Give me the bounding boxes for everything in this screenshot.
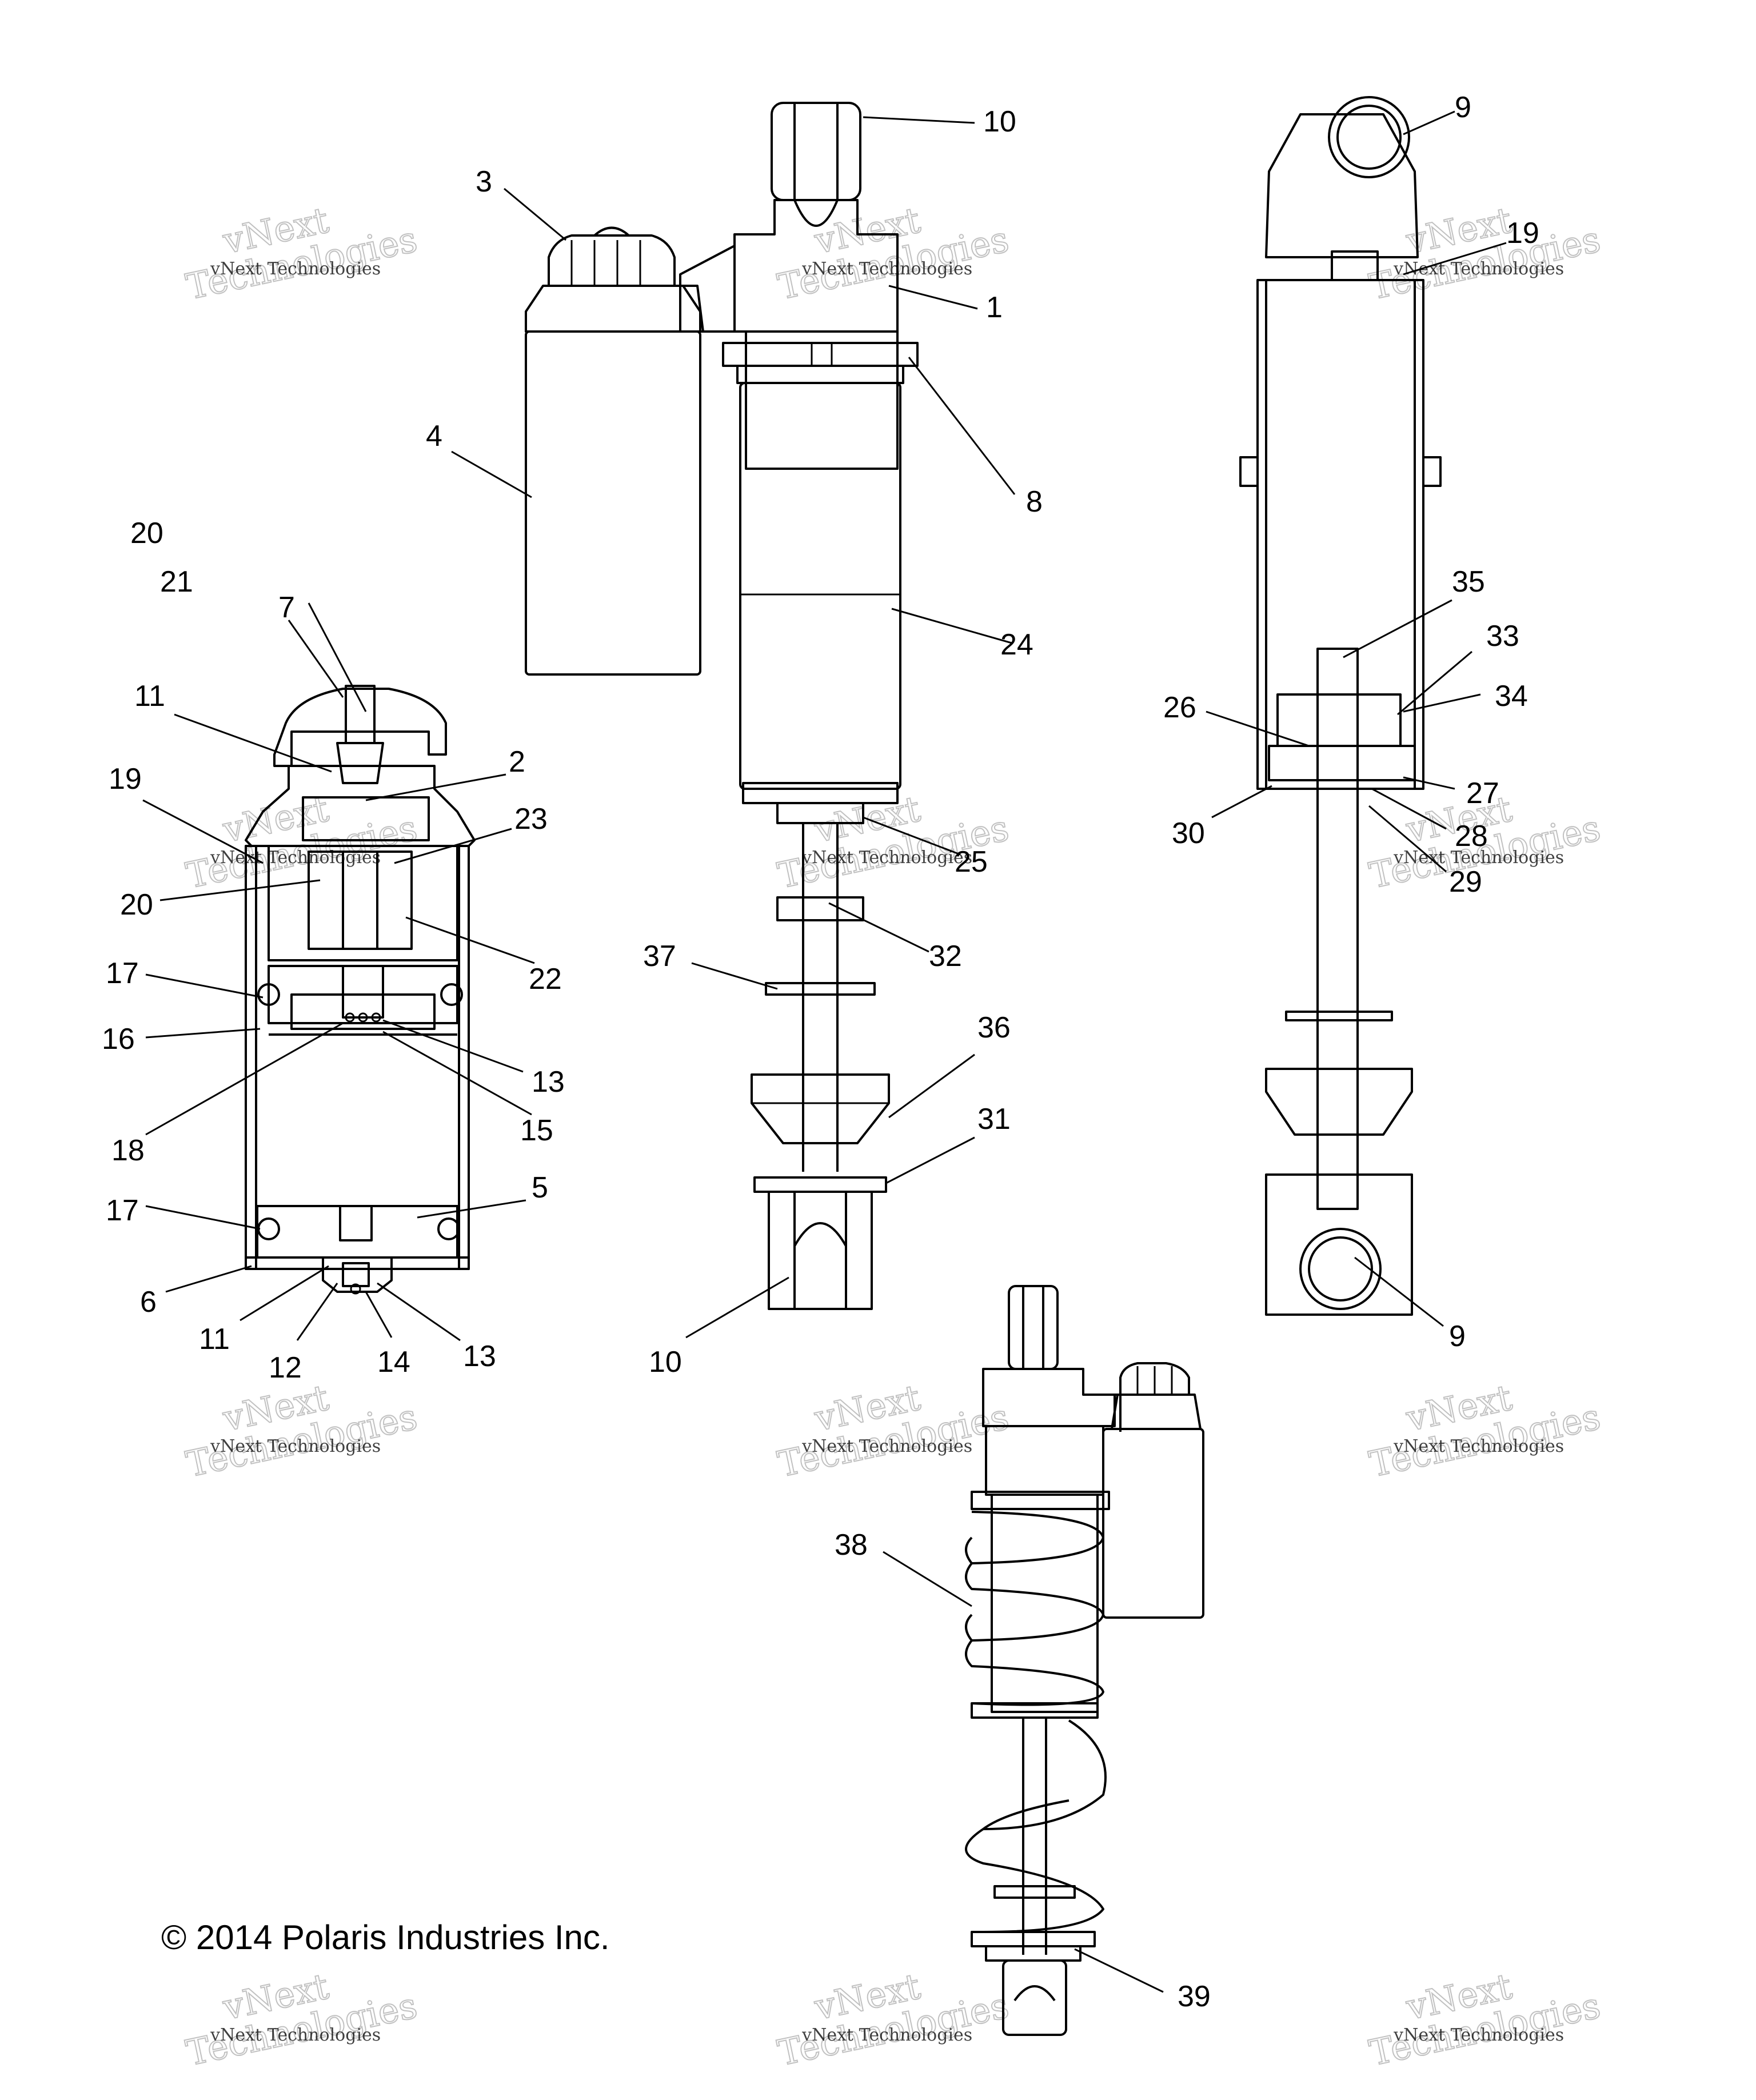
callout-38: 38 bbox=[835, 1528, 868, 1562]
callout-22: 22 bbox=[529, 963, 562, 996]
assembled-shock-with-spring bbox=[965, 1285, 1204, 2036]
callout-6: 6 bbox=[140, 1285, 157, 1319]
callout-10-bottom: 10 bbox=[649, 1346, 682, 1379]
callout-27: 27 bbox=[1466, 777, 1499, 810]
callout-18: 18 bbox=[111, 1134, 145, 1167]
callout-13-mid: 13 bbox=[532, 1065, 565, 1099]
watermark-text: vNext Technologies bbox=[801, 259, 972, 279]
callout-2: 2 bbox=[509, 745, 525, 778]
callout-36: 36 bbox=[977, 1011, 1011, 1044]
callout-21: 21 bbox=[160, 565, 193, 598]
callout-19-left: 19 bbox=[109, 762, 142, 796]
callout-3: 3 bbox=[476, 165, 492, 198]
callout-8: 8 bbox=[1026, 485, 1043, 518]
callout-26: 26 bbox=[1163, 691, 1196, 724]
callout-37: 37 bbox=[643, 940, 676, 973]
callout-34: 34 bbox=[1495, 680, 1528, 713]
callout-35: 35 bbox=[1452, 565, 1485, 598]
callout-24: 24 bbox=[1000, 628, 1033, 661]
callout-7: 7 bbox=[278, 591, 295, 624]
callout-23: 23 bbox=[514, 803, 548, 836]
callout-10-top: 10 bbox=[983, 105, 1016, 138]
watermark-text: vNext Technologies bbox=[801, 1436, 972, 1456]
reservoir-cross-section bbox=[245, 685, 476, 1295]
callout-13-bottom: 13 bbox=[463, 1340, 496, 1373]
callout-15: 15 bbox=[520, 1114, 553, 1147]
callout-9-top: 9 bbox=[1455, 91, 1471, 124]
callout-17-top: 17 bbox=[106, 957, 139, 990]
center-shock-drawing bbox=[525, 102, 919, 1310]
callout-19-right: 19 bbox=[1506, 217, 1539, 250]
callout-11-bottom: 11 bbox=[199, 1323, 230, 1356]
watermark-text: vNext Technologies bbox=[1393, 1436, 1564, 1456]
callout-14: 14 bbox=[377, 1346, 410, 1379]
callout-4: 4 bbox=[426, 420, 442, 453]
watermark-text: vNext Technologies bbox=[1393, 2025, 1564, 2045]
watermark-text: vNext Technologies bbox=[210, 1436, 381, 1456]
callout-9-bottom: 9 bbox=[1449, 1320, 1466, 1353]
callout-30: 30 bbox=[1172, 817, 1205, 850]
watermark-text: vNext Technologies bbox=[801, 848, 972, 868]
callout-25: 25 bbox=[955, 845, 988, 879]
copyright-notice: © 2014 Polaris Industries Inc. bbox=[161, 1918, 610, 1957]
watermark-text: vNext Technologies bbox=[210, 259, 381, 279]
callout-28: 28 bbox=[1455, 820, 1488, 853]
watermark-text: vNext Technologies bbox=[210, 2025, 381, 2045]
callout-32: 32 bbox=[929, 940, 962, 973]
callout-31: 31 bbox=[977, 1103, 1011, 1136]
callout-labels: 10 1 3 4 8 24 25 32 37 36 31 10 9 19 9 3… bbox=[102, 91, 1539, 2013]
callout-33: 33 bbox=[1486, 620, 1519, 653]
callout-29: 29 bbox=[1449, 865, 1482, 899]
leader-lines bbox=[142, 110, 1507, 1993]
callout-5: 5 bbox=[532, 1171, 548, 1204]
callout-17-bottom: 17 bbox=[106, 1194, 139, 1227]
shock-body-cross-section bbox=[1239, 96, 1442, 1316]
callout-20-top: 20 bbox=[130, 517, 163, 550]
watermark-text: vNext Technologies bbox=[801, 2025, 972, 2045]
callout-39: 39 bbox=[1178, 1980, 1211, 2013]
callout-11-top: 11 bbox=[134, 680, 165, 713]
callout-20-left: 20 bbox=[120, 888, 153, 921]
callout-1: 1 bbox=[986, 291, 1003, 324]
callout-12: 12 bbox=[269, 1351, 302, 1384]
callout-16: 16 bbox=[102, 1023, 135, 1056]
